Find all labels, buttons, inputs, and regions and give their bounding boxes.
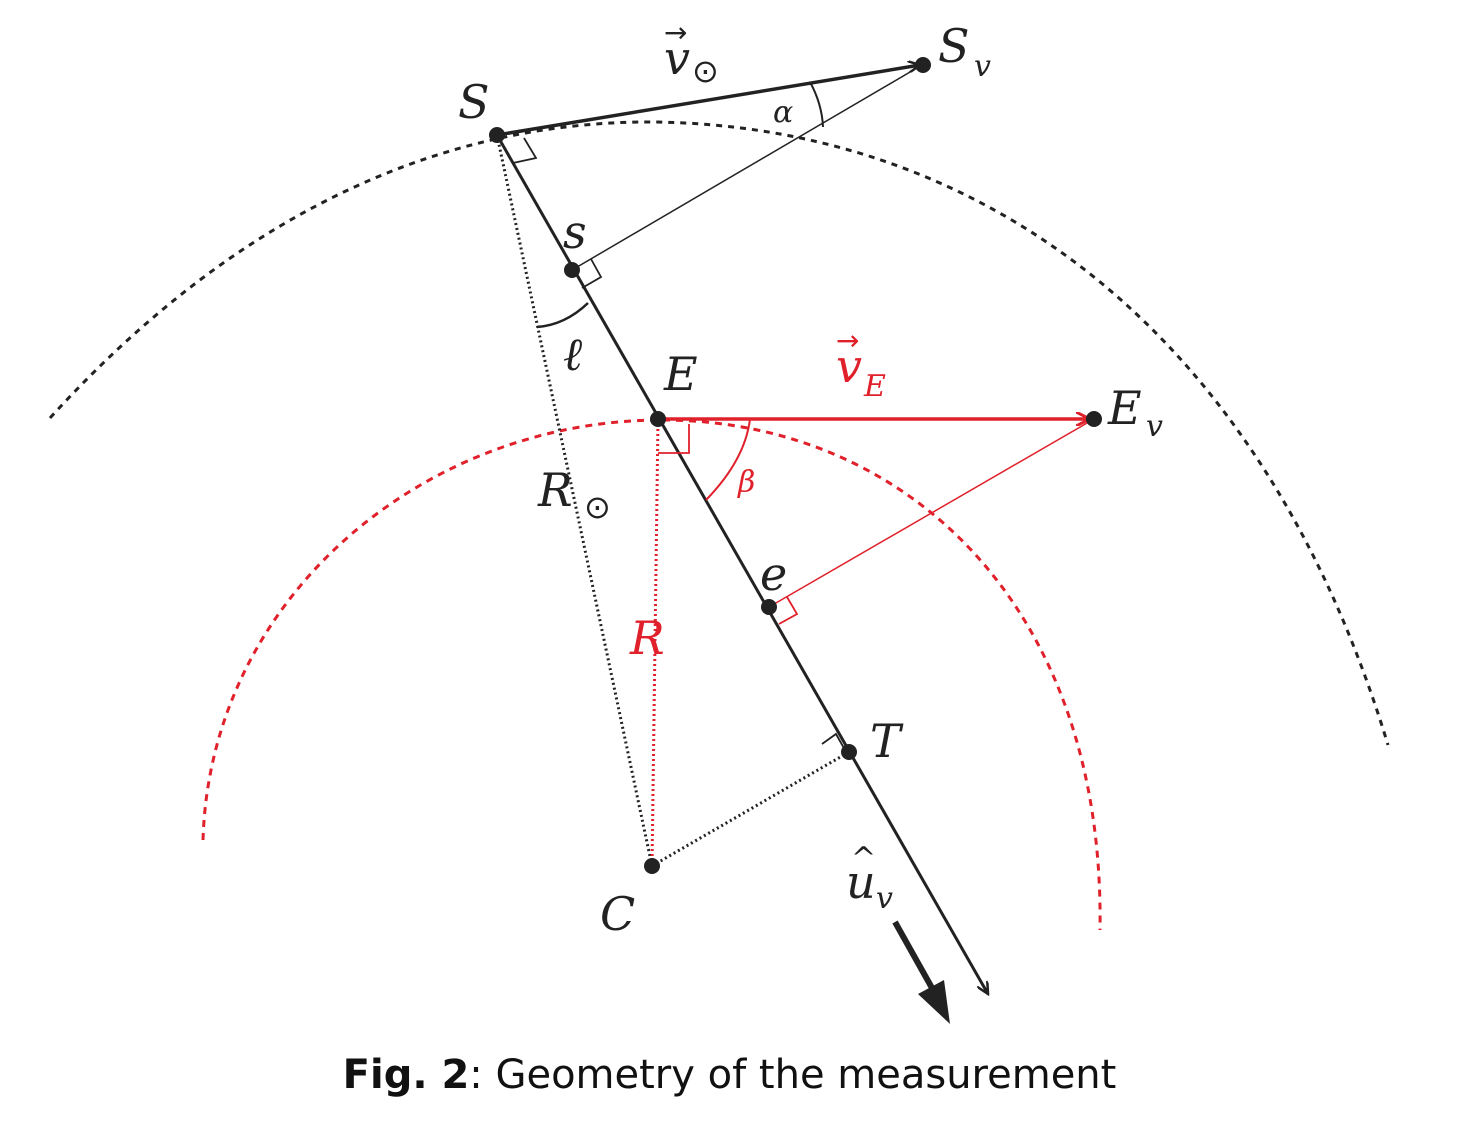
label-v-sun: v — [664, 31, 690, 85]
point-Ev — [1086, 411, 1102, 427]
c-to-t-line — [651, 750, 850, 868]
right-angle-s-top — [512, 137, 538, 164]
label-s: s — [563, 205, 587, 259]
label-Ev: E — [1107, 381, 1142, 435]
label-e: e — [760, 547, 787, 601]
beta-arc — [705, 418, 751, 501]
ell-arc — [536, 302, 589, 329]
right-angle-t — [821, 732, 846, 751]
label-beta: β — [737, 465, 755, 500]
point-S — [489, 127, 505, 143]
label-T: T — [870, 714, 904, 768]
v-sun-vector — [496, 65, 920, 137]
label-Sv: S — [938, 19, 970, 73]
right-angle-e-small — [778, 596, 799, 625]
label-Sv-sub: v — [974, 49, 991, 84]
point-C — [644, 858, 660, 874]
line-of-sight — [495, 134, 988, 994]
label-v-sun-arrow: → — [664, 16, 687, 49]
label-S: S — [458, 75, 490, 129]
label-uv: u — [846, 855, 876, 909]
label-uv-hat: ^ — [851, 841, 876, 876]
label-alpha: α — [773, 95, 793, 130]
label-v-sun-sub: ⊙ — [692, 52, 719, 90]
figure-caption: Fig. 2: Geometry of the measurement — [0, 1052, 1459, 1098]
caption-prefix: Fig. 2 — [342, 1052, 470, 1098]
label-Ev-sub: v — [1146, 409, 1163, 444]
solar-orbit-arc — [48, 120, 1390, 746]
uv-arrow-shaft — [892, 920, 935, 990]
sun-projection-line — [571, 64, 923, 271]
point-T — [841, 744, 857, 760]
caption-text: : Geometry of the measurement — [469, 1052, 1117, 1098]
label-R-sun: R — [537, 463, 573, 517]
label-E: E — [663, 347, 698, 401]
point-e — [761, 599, 777, 615]
earth-projection-line — [768, 418, 1095, 608]
label-vE-arrow: → — [836, 324, 859, 357]
point-E — [650, 411, 666, 427]
label-C: C — [600, 887, 635, 941]
label-vE-sub: E — [863, 369, 886, 404]
right-angle-s — [581, 258, 603, 289]
alpha-arc — [809, 81, 824, 128]
label-uv-sub: v — [876, 881, 893, 916]
label-vE: v — [836, 339, 862, 393]
label-R: R — [629, 611, 665, 665]
point-s — [564, 262, 580, 278]
earth-orbit-arc — [201, 418, 1102, 931]
uv-arrowhead — [918, 980, 950, 1024]
label-R-sun-sub: ⊙ — [584, 488, 611, 526]
label-ell: ℓ — [563, 327, 583, 381]
point-Sv — [915, 57, 931, 73]
right-angle-e-red — [658, 424, 690, 454]
